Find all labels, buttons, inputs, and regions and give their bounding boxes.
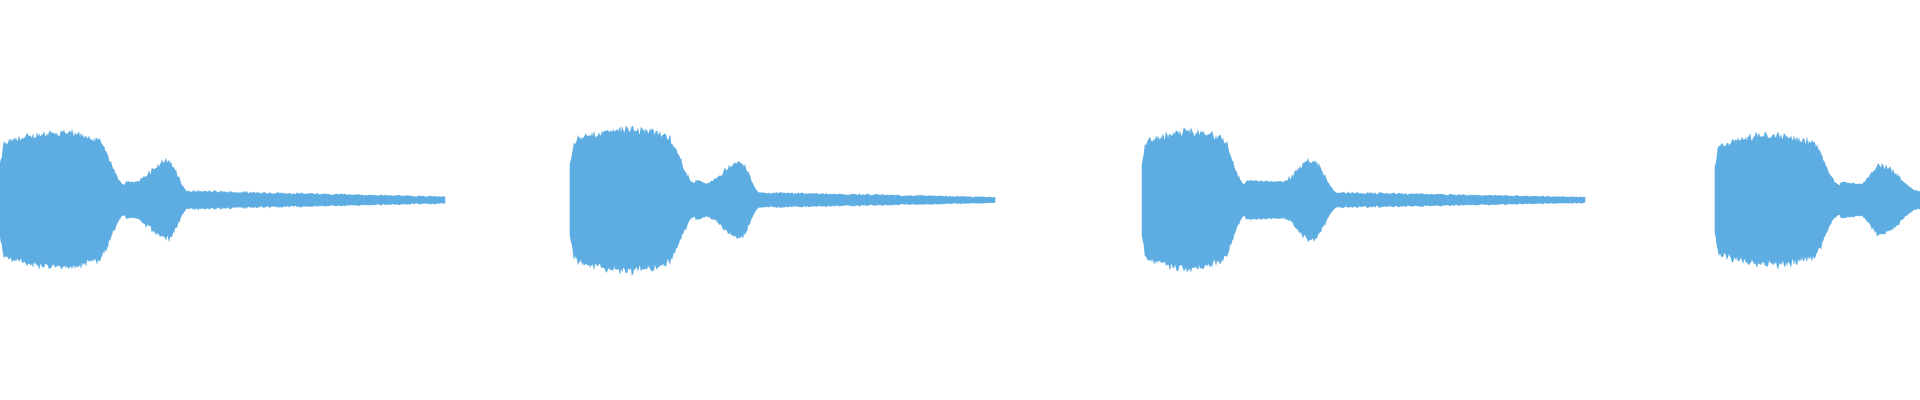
waveform-clip-3	[1141, 127, 1586, 272]
waveform-clip-2	[569, 125, 996, 276]
waveform-clip-1	[0, 129, 446, 270]
waveform-clip-4	[1714, 131, 1920, 270]
